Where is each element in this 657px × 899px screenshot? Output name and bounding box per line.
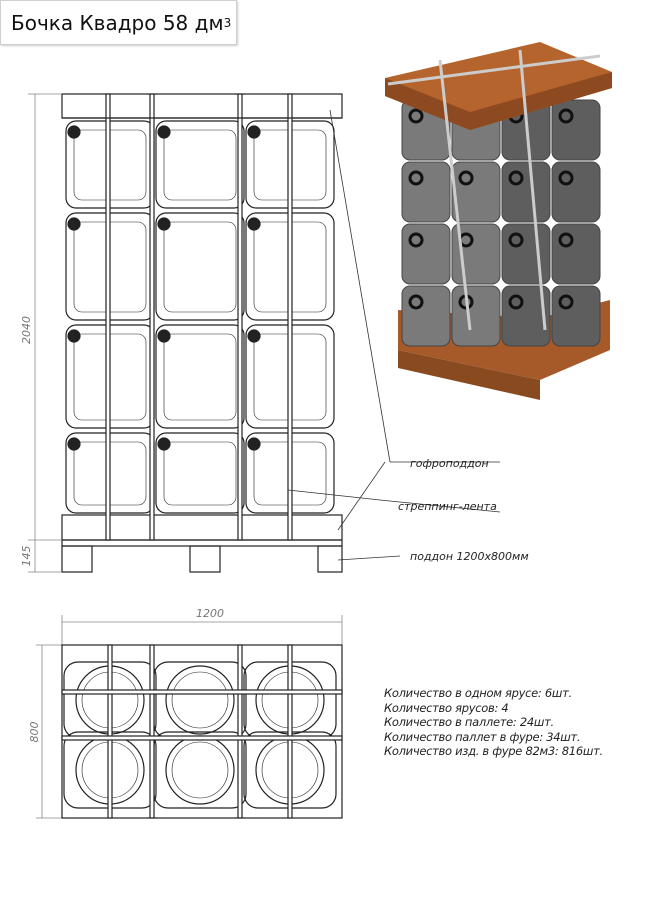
strap-3d bbox=[518, 49, 547, 331]
title-superscript: 3 bbox=[223, 15, 232, 30]
canister-rim bbox=[165, 665, 235, 735]
canister-3d bbox=[501, 223, 551, 285]
strap-horizontal bbox=[61, 735, 343, 741]
canister-top bbox=[153, 731, 247, 809]
canister-3d-handle bbox=[458, 170, 474, 186]
canister-handle bbox=[67, 329, 81, 343]
canister-3d-handle bbox=[408, 232, 424, 248]
strap-vertical bbox=[237, 93, 243, 541]
canister-handle bbox=[157, 125, 171, 139]
strap-vertical bbox=[287, 93, 293, 541]
pallet-deck bbox=[61, 539, 343, 547]
canister-3d-handle bbox=[558, 294, 574, 310]
canister-handle bbox=[157, 437, 171, 451]
canister-3d bbox=[501, 285, 551, 347]
canister-handle bbox=[157, 329, 171, 343]
info-line: Количество изд. в фуре 82м3: 816шт. bbox=[384, 744, 603, 758]
canister-3d-handle bbox=[408, 294, 424, 310]
canister-panel bbox=[163, 441, 237, 506]
strap-vertical bbox=[287, 644, 293, 819]
canister-handle bbox=[157, 217, 171, 231]
canister-3d bbox=[501, 161, 551, 223]
canister-panel bbox=[163, 333, 237, 421]
canister-rim bbox=[165, 735, 235, 805]
strap-3d bbox=[438, 59, 472, 331]
pallet-foot bbox=[61, 545, 93, 573]
canister bbox=[155, 120, 245, 209]
info-line: Количество в паллете: 24шт. bbox=[384, 715, 554, 729]
strap-vertical bbox=[149, 644, 155, 819]
canister-3d bbox=[551, 161, 601, 223]
top-view bbox=[61, 644, 343, 819]
canister-3d bbox=[401, 223, 451, 285]
height-dimension: 2040 bbox=[20, 316, 33, 344]
info-line: Количество паллет в фуре: 34шт. bbox=[384, 729, 581, 744]
canister bbox=[155, 432, 245, 514]
corrugated-tray bbox=[61, 514, 343, 541]
canister-3d-handle bbox=[408, 170, 424, 186]
canister-cap bbox=[171, 671, 229, 729]
canister-handle bbox=[247, 437, 261, 451]
canister-handle bbox=[247, 125, 261, 139]
canister-cap bbox=[171, 741, 229, 799]
canister bbox=[155, 212, 245, 321]
canister-3d-handle bbox=[558, 108, 574, 124]
label-pallet: поддон 1200х800мм bbox=[410, 550, 529, 563]
canister-handle bbox=[67, 217, 81, 231]
canister-3d bbox=[551, 285, 601, 347]
canister-3d bbox=[451, 161, 501, 223]
pallet-foot bbox=[317, 545, 343, 573]
info-block: Количество в одном ярусе: 6шт.Количество… bbox=[384, 686, 603, 759]
canister bbox=[155, 324, 245, 429]
canister-3d-handle bbox=[408, 108, 424, 124]
width-dimension: 1200 bbox=[196, 607, 224, 620]
canister-3d-handle bbox=[508, 170, 524, 186]
strap-vertical bbox=[107, 644, 113, 819]
pallet-3d-side bbox=[398, 350, 540, 400]
canister-handle bbox=[67, 437, 81, 451]
top-outline bbox=[61, 644, 343, 819]
canister-top bbox=[153, 661, 247, 739]
info-line: Количество ярусов: 4 bbox=[384, 700, 509, 715]
depth-dimension: 800 bbox=[28, 722, 41, 743]
canister-handle bbox=[247, 329, 261, 343]
top-deck bbox=[61, 93, 343, 119]
canister-handle bbox=[67, 125, 81, 139]
canister-3d-handle bbox=[508, 232, 524, 248]
canister-3d-handle bbox=[558, 232, 574, 248]
label-strapping-tape: стреппинг-лента bbox=[398, 500, 497, 513]
pallet-3d-render bbox=[385, 42, 612, 400]
strap-3d bbox=[387, 54, 601, 86]
pallet-height-dimension: 145 bbox=[20, 546, 33, 567]
label-corrugated-tray: гофроподдон bbox=[410, 457, 489, 470]
canister-3d bbox=[401, 161, 451, 223]
top-board-3d-edge bbox=[385, 72, 612, 130]
info-line: Количество в одном ярусе: 6шт. bbox=[384, 686, 572, 700]
pallet-foot bbox=[189, 545, 221, 573]
dimension-lines bbox=[28, 93, 343, 819]
canister-3d-handle bbox=[508, 294, 524, 310]
canister-3d bbox=[451, 285, 501, 347]
leader-lines bbox=[287, 109, 501, 561]
canister-3d bbox=[401, 285, 451, 347]
canister-panel bbox=[163, 221, 237, 313]
canister-3d bbox=[551, 223, 601, 285]
front-view bbox=[61, 93, 343, 573]
canister-handle bbox=[247, 217, 261, 231]
canister-panel bbox=[163, 129, 237, 201]
canister-3d bbox=[551, 99, 601, 161]
strap-vertical bbox=[237, 644, 243, 819]
title-text: Бочка Квадро 58 дм bbox=[11, 10, 224, 35]
strap-vertical bbox=[105, 93, 111, 541]
strap-horizontal bbox=[61, 689, 343, 695]
canister-3d-handle bbox=[558, 170, 574, 186]
strap-vertical bbox=[149, 93, 155, 541]
